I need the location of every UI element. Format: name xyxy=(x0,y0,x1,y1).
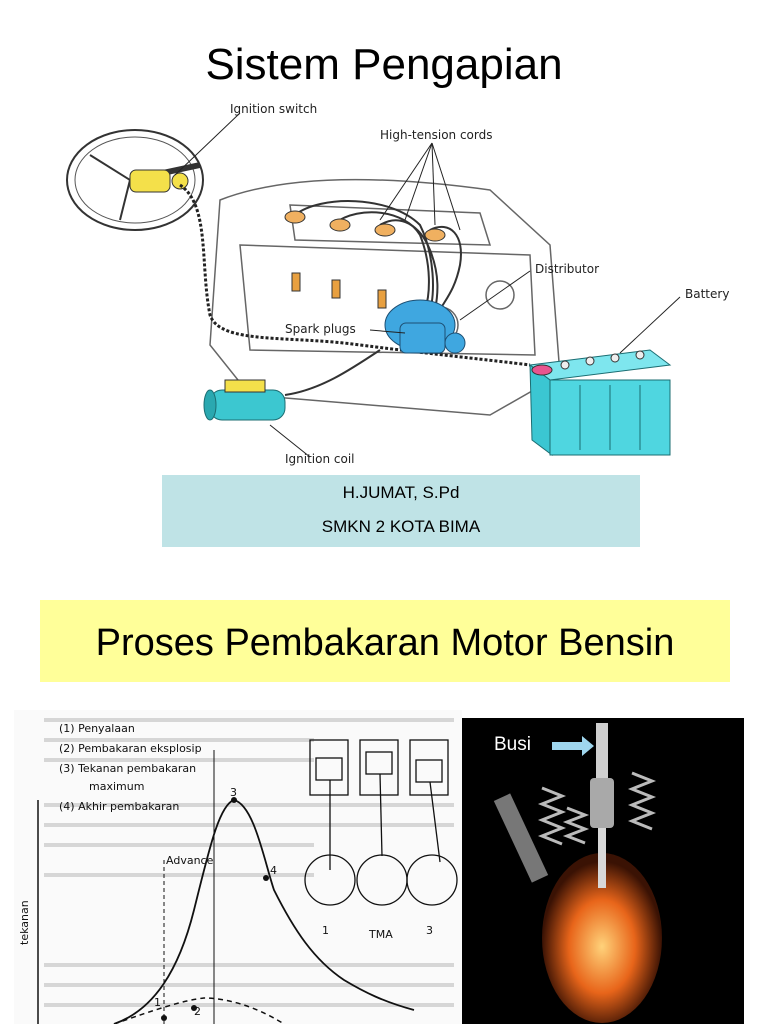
leader-lines xyxy=(174,112,681,458)
legend-item: (3) Tekanan pembakaran xyxy=(59,762,196,775)
piston-label: 1 xyxy=(322,924,329,937)
author-name: H.JUMAT, S.Pd xyxy=(342,483,460,502)
curve-points: 1 2 3 4 xyxy=(154,786,277,1021)
background-text xyxy=(44,718,454,1007)
valve-springs xyxy=(537,771,657,846)
legend-item: (2) Pembakaran eksplosip xyxy=(59,742,202,755)
ignition-switch xyxy=(129,169,189,193)
piston-label: TMA xyxy=(368,928,393,941)
ignition-system-diagram: Ignition switch High-tension cords Distr… xyxy=(66,102,729,466)
legend-item: (1) Penyalaan xyxy=(59,722,135,735)
advance-label: Advance xyxy=(166,854,214,867)
label-high-tension-cords: High-tension cords xyxy=(380,128,492,142)
slide-title-2: Proses Pembakaran Motor Bensin xyxy=(95,622,675,664)
distributor xyxy=(384,299,466,354)
plug-caps xyxy=(284,210,446,242)
piston-label: 3 xyxy=(426,924,433,937)
battery xyxy=(528,349,672,457)
label-ignition-switch: Ignition switch xyxy=(230,102,317,116)
legend-item: maximum xyxy=(89,780,144,793)
author-box: H.JUMAT, S.Pd SMKN 2 KOTA BIMA xyxy=(162,475,640,547)
legend-item: (4) Akhir pembakaran xyxy=(59,800,179,813)
label-distributor: Distributor xyxy=(535,262,599,276)
y-axis-label: tekanan xyxy=(18,900,31,945)
chart-legend: (1) Penyalaan (2) Pembakaran eksplosip (… xyxy=(59,722,202,813)
primary-wire xyxy=(179,183,531,367)
arrow-icon xyxy=(552,736,594,756)
high-tension-cords xyxy=(294,200,462,311)
spark-plug-photo xyxy=(462,718,744,1024)
combustion-pressure-diagram: (1) Penyalaan (2) Pembakaran eksplosip (… xyxy=(14,710,462,1024)
ignition-coil xyxy=(203,349,381,421)
piston-sketches xyxy=(304,739,458,906)
label-spark-plugs: Spark plugs xyxy=(285,322,356,336)
point-label: 3 xyxy=(230,786,237,799)
spark-plug-shape xyxy=(590,723,614,888)
label-ignition-coil: Ignition coil xyxy=(285,452,355,466)
combustion-flame xyxy=(542,853,662,1023)
label-battery: Battery xyxy=(685,287,729,301)
point-label: 2 xyxy=(194,1005,201,1018)
compression-curve xyxy=(113,997,285,1024)
point-label: 1 xyxy=(154,996,161,1009)
injector xyxy=(493,793,549,883)
spark-plugs xyxy=(291,272,387,309)
point-label: 4 xyxy=(270,864,277,877)
title-band: Proses Pembakaran Motor Bensin xyxy=(40,600,730,682)
slide-title: Sistem Pengapian xyxy=(205,40,563,89)
pressure-curve xyxy=(113,799,415,1024)
school-name: SMKN 2 KOTA BIMA xyxy=(321,517,481,536)
busi-label: Busi xyxy=(494,734,531,755)
